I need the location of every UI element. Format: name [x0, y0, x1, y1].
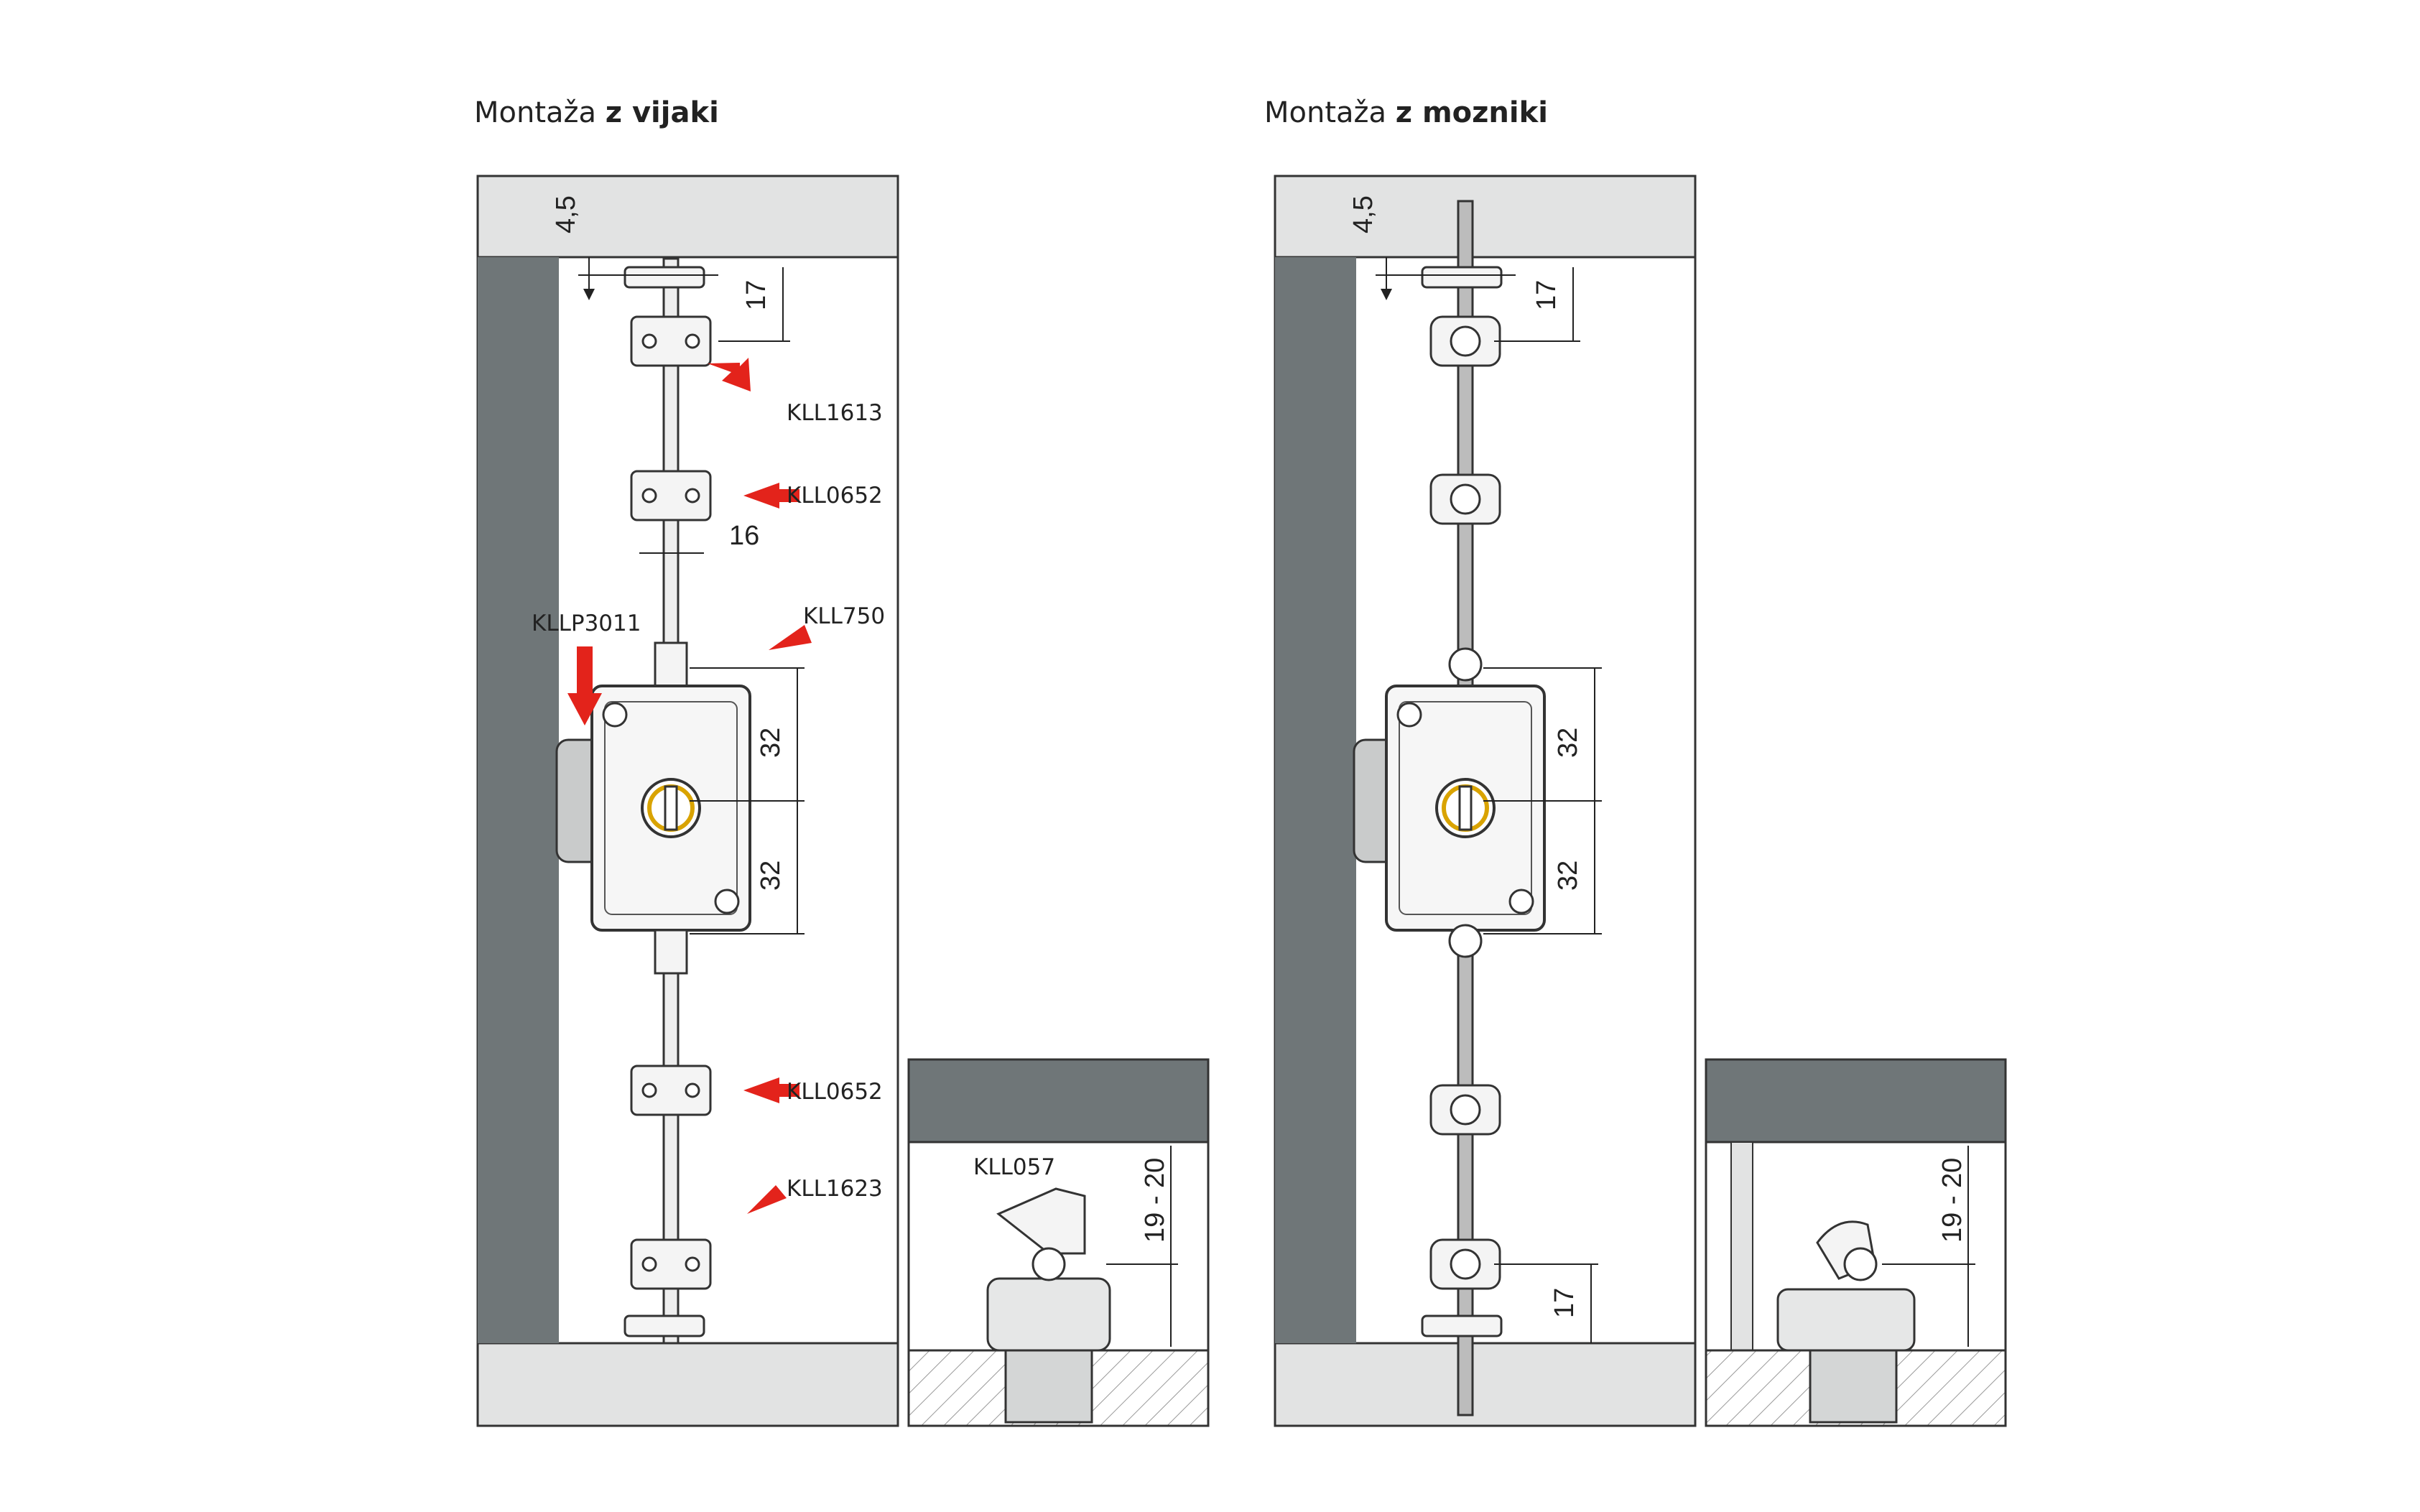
arrow-kllp3011	[567, 693, 602, 725]
label-kll0652-top: KLL0652	[787, 483, 883, 509]
rod-guide-top	[630, 315, 712, 367]
label-kll0652-bottom: KLL0652	[787, 1079, 883, 1105]
left-detail: KLL057 19 - 20	[907, 1058, 1210, 1427]
bottom-guide-right	[1421, 1314, 1503, 1337]
rod-guide-bottom	[630, 1238, 712, 1290]
detail-shelf	[907, 1058, 1210, 1144]
detail-dim-lines-right	[1882, 1146, 1975, 1347]
side-panel-right	[1275, 257, 1356, 1343]
detail-cylinder-right	[1809, 1349, 1898, 1424]
arrow-kll0652-top	[743, 483, 779, 509]
dim-4-5-right: 4,5	[1348, 195, 1378, 233]
top-guide-right	[1421, 266, 1503, 289]
arrow-kllp3011-shaft	[577, 646, 593, 697]
right-detail: 19 - 20	[1705, 1058, 2007, 1427]
bottom-guide	[623, 1314, 705, 1337]
lock-top-dowel	[1448, 647, 1483, 682]
arrow-kll0652-bottom	[743, 1077, 779, 1103]
arrow-kll0652-bottom-shaft	[778, 1084, 799, 1097]
lock-body	[592, 686, 750, 930]
right-title: Montaža z mozniki	[1264, 96, 1548, 129]
lock-top-pin	[654, 641, 688, 687]
detail-strike-right	[1776, 1288, 1916, 1352]
lock-bottom-dowel	[1448, 924, 1483, 958]
detail-side-right	[1730, 1141, 1753, 1351]
dowel-guide-top	[1429, 315, 1501, 367]
label-kllp3011: KLLP3011	[532, 611, 641, 636]
dowel-clip-lower	[1429, 1084, 1501, 1136]
detail-strike	[986, 1277, 1111, 1352]
dim-16: 16	[729, 521, 759, 551]
dim-17: 17	[741, 280, 771, 310]
dim-17-top-right: 17	[1531, 280, 1562, 310]
lock-bottom-pin	[654, 929, 688, 975]
rod-clip-upper	[630, 470, 712, 521]
label-kll1623: KLL1623	[787, 1176, 883, 1202]
detail-catch-screw	[1031, 1247, 1066, 1281]
detail-dim-lines	[1106, 1146, 1178, 1347]
dim-32-upper: 32	[756, 728, 786, 758]
arrow-kll1623	[747, 1185, 787, 1214]
top-panel-right	[1274, 175, 1697, 259]
right-section: Montaža z mozniki 4,5 17 32	[1264, 96, 1697, 1427]
dim-32-lower: 32	[756, 861, 786, 891]
bottom-panel	[476, 1342, 899, 1427]
label-kll1613: KLL1613	[787, 400, 883, 426]
detail-shelf-right	[1705, 1058, 2007, 1144]
left-title: Montaža z vijaki	[474, 96, 719, 129]
dim-4-5: 4,5	[551, 195, 581, 233]
detail-cylinder	[1004, 1349, 1093, 1424]
dim-32-lower-right: 32	[1553, 861, 1583, 891]
detail-catch-screw-right	[1843, 1247, 1878, 1281]
label-kll750: KLL750	[803, 603, 885, 629]
dowel-clip-upper	[1429, 473, 1501, 525]
dim-17-bottom-right: 17	[1549, 1288, 1580, 1318]
lock-body-right	[1386, 686, 1544, 930]
dim-32-upper-right: 32	[1553, 728, 1583, 758]
right-dimension-lines	[1376, 257, 1602, 1343]
dim-19-20: 19 - 20	[1140, 1158, 1170, 1243]
top-guide	[623, 266, 705, 289]
dowel-guide-bottom	[1429, 1238, 1501, 1290]
bottom-panel-right	[1274, 1342, 1697, 1427]
side-panel	[478, 257, 559, 1343]
left-red-arrows	[567, 358, 1098, 1214]
arrow-kll750	[769, 625, 812, 650]
left-section: Montaža z vijaki	[474, 96, 1098, 1427]
top-panel	[476, 175, 899, 259]
detail-catch	[996, 1187, 1086, 1255]
label-kll057: KLL057	[973, 1154, 1055, 1180]
arrow-kll1613	[708, 358, 751, 391]
rod-clip-lower	[630, 1065, 712, 1116]
arrow-kll0652-top-shaft	[778, 489, 799, 502]
left-dimension-lines	[578, 257, 805, 934]
dim-19-20-right: 19 - 20	[1937, 1158, 1967, 1243]
